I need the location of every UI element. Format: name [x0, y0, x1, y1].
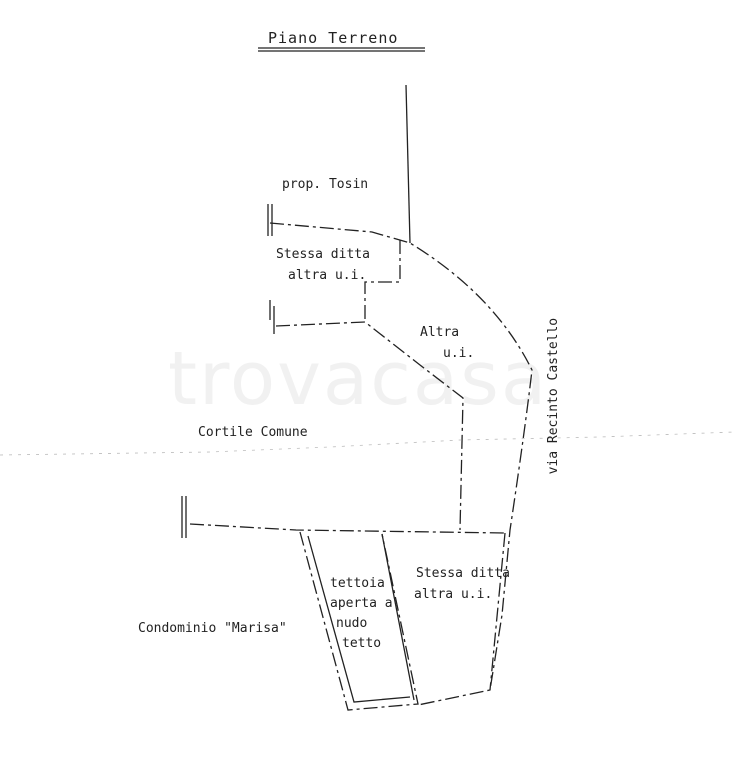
label-tettoia-l2: aperta a [330, 596, 393, 611]
label-tettoia-l4: tetto [342, 636, 382, 651]
unit-tettoia-inner [307, 535, 411, 703]
courtyard-south-edge [189, 523, 506, 534]
label-tettoia-l3: nudo [336, 616, 368, 631]
label-condominio-marisa: Condominio "Marisa" [138, 621, 287, 636]
label-prop-tosin: prop. Tosin [282, 177, 369, 192]
label-stessa-ditta-lower-l2: altra u.i. [414, 587, 493, 602]
unit-stessa-ditta-lower-edge [489, 532, 506, 691]
label-altra-l2: u.i. [443, 346, 475, 361]
label-altra-l1: Altra [420, 325, 460, 340]
label-stessa-ditta-upper-l2: altra u.i. [288, 268, 367, 283]
page-title: Piano Terreno [268, 29, 399, 47]
unit-tettoia-wall [381, 533, 415, 701]
unit-stessa-ditta-upper [364, 240, 401, 322]
watermark: trovacasa [168, 336, 549, 422]
label-stessa-ditta-lower-l1: Stessa ditta [416, 566, 510, 581]
outer-boundary [269, 222, 533, 706]
label-via-recinto-castello: via Recinto Castello [546, 317, 562, 475]
unit-altra [275, 321, 464, 531]
boundary-line-north [405, 84, 411, 244]
scan-noise-line [0, 431, 734, 456]
unit-tettoia [299, 531, 419, 711]
label-stessa-ditta-upper-l1: Stessa ditta [276, 247, 370, 262]
label-tettoia-l1: tettoia [330, 576, 385, 591]
label-cortile-comune: Cortile Comune [198, 425, 308, 440]
